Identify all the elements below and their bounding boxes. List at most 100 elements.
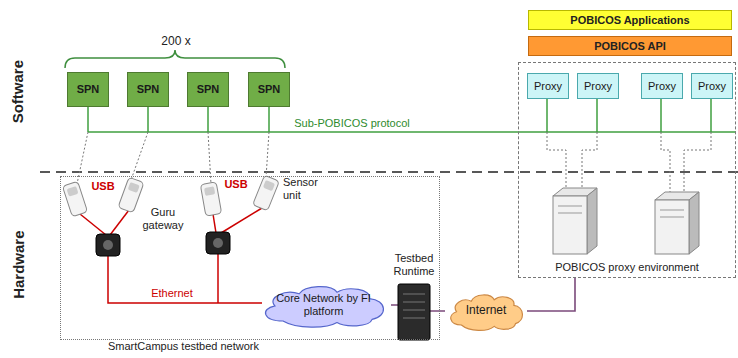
sensor-body bbox=[200, 182, 221, 216]
bus-drop bbox=[207, 107, 209, 132]
sensor-unit-icon bbox=[118, 177, 144, 213]
spn-label: SPN bbox=[258, 83, 281, 96]
spn-box: SPN bbox=[248, 72, 290, 107]
proxy-label: Proxy bbox=[534, 80, 562, 93]
ethernet-cables bbox=[108, 254, 262, 303]
cloud-label: Core Network by FI platform bbox=[274, 292, 374, 317]
internet-cloud: Internet bbox=[445, 290, 527, 332]
region-label: SmartCampus testbed network bbox=[106, 340, 261, 353]
bar-label: POBICOS API bbox=[594, 40, 666, 53]
bus-drop bbox=[660, 98, 662, 132]
proxy-box: Proxy bbox=[691, 73, 733, 99]
spn-box: SPN bbox=[67, 72, 109, 107]
spn-box: SPN bbox=[127, 72, 169, 107]
bus-drop bbox=[596, 98, 598, 132]
layer-separator bbox=[40, 171, 738, 173]
testbed-server bbox=[398, 284, 430, 340]
gateway-detail bbox=[103, 240, 113, 250]
sensor-unit-icon bbox=[253, 175, 280, 211]
group-bracket bbox=[65, 50, 285, 68]
bar-label: POBICOS Applications bbox=[570, 14, 689, 27]
proxy-box: Proxy bbox=[577, 73, 619, 99]
proxy-box: Proxy bbox=[527, 73, 569, 99]
server-slot bbox=[558, 213, 582, 214]
region-label: POBICOS proxy environment bbox=[553, 261, 701, 274]
sensor-window bbox=[263, 180, 275, 191]
usb-cable bbox=[221, 208, 262, 233]
region-box: SmartCampus testbed networkCore Network … bbox=[60, 176, 440, 340]
bus-line bbox=[88, 131, 736, 133]
cloud-label: Internet bbox=[466, 304, 507, 318]
api-bar: POBICOS API bbox=[528, 36, 732, 56]
sensor-window bbox=[67, 186, 79, 197]
mapping-line bbox=[684, 132, 711, 195]
mapping-lines bbox=[77, 132, 711, 195]
device-label: Testbed Runtime bbox=[384, 252, 444, 277]
gateway-icon bbox=[206, 232, 230, 254]
server-body bbox=[398, 284, 430, 340]
count-label: 200 x bbox=[161, 35, 190, 49]
server-front bbox=[553, 196, 587, 254]
mapping-line bbox=[582, 132, 597, 190]
proxy-label: Proxy bbox=[698, 80, 726, 93]
server-slot bbox=[403, 294, 425, 295]
usb-cable bbox=[80, 214, 106, 235]
server-front bbox=[655, 200, 689, 254]
proxy-label: Proxy bbox=[648, 80, 676, 93]
protocol-label: Sub-POBICOS protocol bbox=[292, 117, 412, 130]
proxy-box: Proxy bbox=[641, 73, 683, 99]
cable-label: Ethernet bbox=[151, 287, 193, 300]
network-cloud: Core Network by FI platform bbox=[256, 281, 391, 329]
bus-drop bbox=[147, 107, 149, 132]
server-side bbox=[689, 192, 699, 254]
spn-label: SPN bbox=[197, 83, 220, 96]
bus-drop bbox=[546, 98, 548, 132]
bus-drop bbox=[710, 98, 712, 132]
gateway-icon bbox=[96, 234, 120, 256]
application-bar: POBICOS Applications bbox=[528, 10, 732, 30]
ethernet-cable bbox=[217, 254, 219, 303]
sensor-window bbox=[128, 182, 140, 193]
sensor-body bbox=[118, 177, 144, 213]
spn-box: SPN bbox=[187, 72, 229, 107]
server-slot bbox=[660, 210, 684, 211]
proxy-label: Proxy bbox=[584, 80, 612, 93]
gateways bbox=[96, 232, 230, 256]
spn-label: SPN bbox=[77, 83, 100, 96]
bus-drop bbox=[268, 107, 270, 132]
proxy-servers bbox=[553, 188, 699, 254]
mapping-line bbox=[266, 132, 269, 178]
gateway-detail bbox=[213, 238, 223, 248]
server-slot bbox=[403, 310, 425, 311]
sensor-window bbox=[204, 186, 215, 196]
mapping-line bbox=[131, 132, 148, 180]
network-link bbox=[527, 278, 575, 311]
cloud-shape bbox=[451, 295, 523, 330]
mapping-line bbox=[661, 132, 670, 195]
cloud-shape bbox=[265, 287, 383, 328]
usb-cable bbox=[213, 214, 216, 233]
spn-label: SPN bbox=[137, 83, 160, 96]
sensor-body bbox=[62, 181, 87, 216]
sensor-unit-icon bbox=[62, 181, 87, 216]
server-slot bbox=[403, 318, 425, 319]
region-box: POBICOS proxy environment Proxy Proxy Proxy… bbox=[518, 62, 736, 278]
mapping-line bbox=[547, 132, 566, 190]
cable-label: USB bbox=[224, 178, 247, 191]
server-slot bbox=[558, 206, 582, 207]
layer-label: Hardware bbox=[9, 231, 26, 299]
device-label: Sensor unit bbox=[283, 176, 331, 201]
server-side bbox=[587, 188, 597, 254]
bus-drop bbox=[87, 107, 89, 132]
server-slot bbox=[403, 302, 425, 303]
usb-cable bbox=[110, 210, 129, 235]
ethernet-cable bbox=[108, 256, 262, 303]
device-label: Guru gateway bbox=[138, 206, 188, 231]
sensor-unit-icon bbox=[200, 182, 221, 216]
layer-label: Software bbox=[9, 60, 26, 123]
server-slot bbox=[660, 217, 684, 218]
sensor-body bbox=[253, 175, 280, 211]
cable-label: USB bbox=[91, 180, 114, 193]
bus-wires bbox=[88, 98, 736, 132]
